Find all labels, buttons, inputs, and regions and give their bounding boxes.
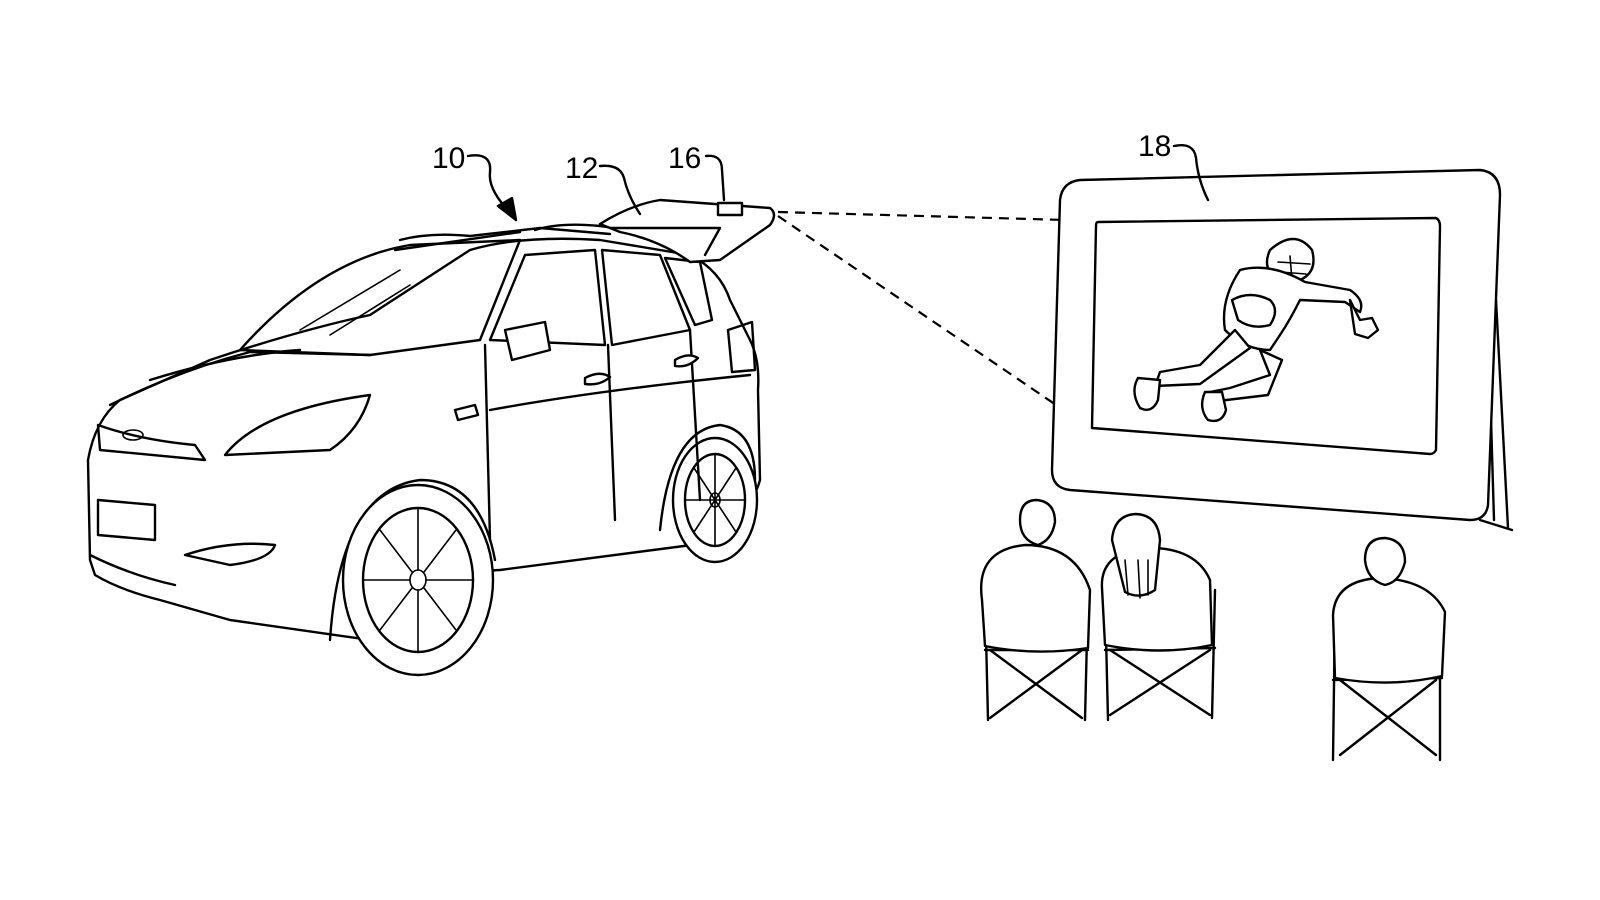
viewer-chair-1: [979, 498, 1092, 722]
ref-label-projector: 16: [668, 142, 701, 175]
vehicle: [86, 198, 776, 677]
leader-line-18: [1172, 144, 1210, 202]
viewer-chair-2: [1100, 512, 1217, 722]
leader-arrow-10: [466, 154, 508, 210]
reference-18: 18: [1138, 130, 1210, 202]
projection-beam: [777, 210, 1091, 429]
leader-line-12: [598, 164, 642, 216]
viewer-chair-3: [1331, 536, 1447, 762]
audience: [979, 498, 1447, 762]
ref-label-vehicle: 10: [432, 142, 465, 175]
reference-12: 12: [565, 152, 642, 216]
projection-screen: [1050, 168, 1514, 532]
leader-line-16: [704, 154, 726, 202]
rear-wheel: [658, 423, 759, 564]
arrowhead-10: [496, 196, 518, 222]
reference-10: 10: [432, 142, 518, 222]
ref-label-screen: 18: [1138, 130, 1171, 163]
projector: [716, 201, 744, 217]
football-player-image: [1133, 237, 1380, 423]
reference-16: 16: [668, 142, 726, 202]
front-wheel: [328, 478, 497, 677]
ref-label-liftgate: 12: [565, 152, 598, 185]
